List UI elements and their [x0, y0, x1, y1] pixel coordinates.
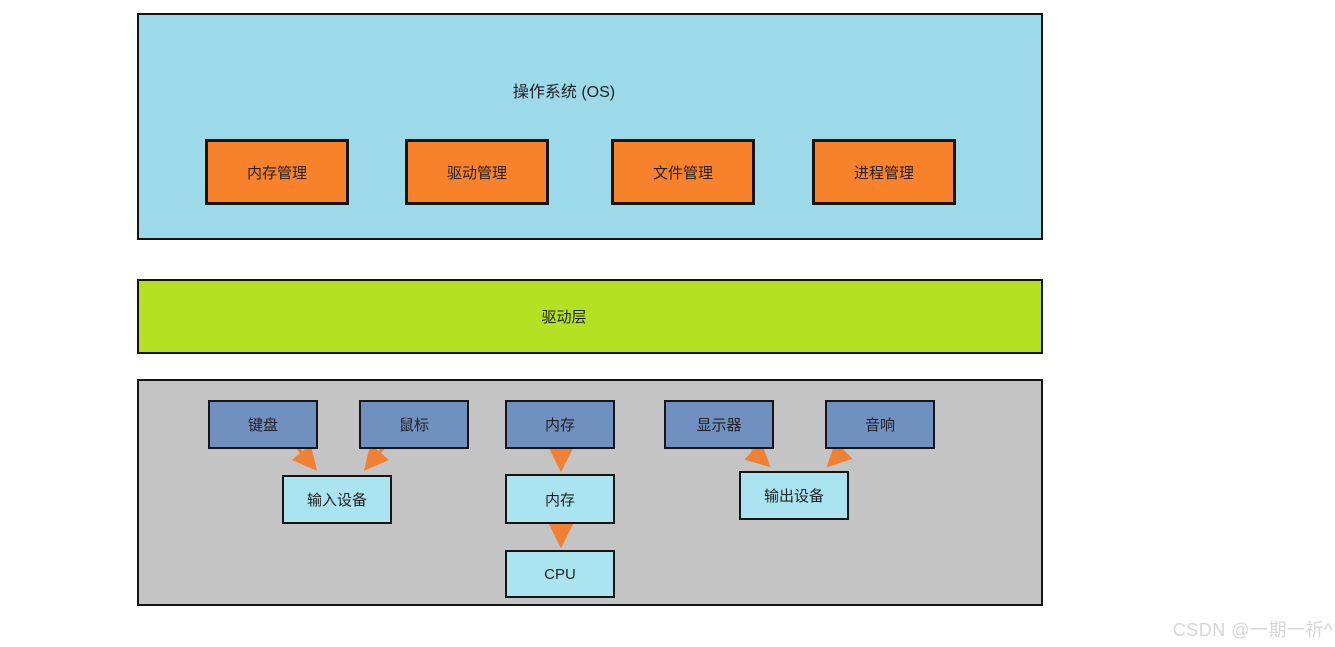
node-memory-management: 内存管理: [205, 139, 349, 205]
csdn-watermark: CSDN @一期一祈^: [1172, 620, 1333, 640]
node-file-management: 文件管理: [611, 139, 755, 205]
arrow-speaker-to-output-device: [826, 441, 853, 468]
node-process-management: 进程管理: [812, 139, 956, 205]
hardware-layer-box: 键盘 鼠标 内存 显示器 音响 输入设备 内存 输出设备 CPU: [137, 379, 1043, 606]
node-memory-hardware: 内存: [505, 400, 615, 449]
node-mouse: 鼠标: [359, 400, 469, 449]
driver-layer-title: 驱动层: [541, 309, 587, 326]
node-driver-management: 驱动管理: [405, 139, 549, 205]
node-display: 显示器: [664, 400, 774, 449]
node-memory-group: 内存: [505, 474, 615, 524]
node-speaker: 音响: [825, 400, 935, 449]
node-input-device: 输入设备: [282, 475, 392, 524]
os-layer-box: 操作系统 (OS) 内存管理 驱动管理 文件管理 进程管理: [137, 13, 1043, 240]
arrow-keyboard-to-input-device: [291, 444, 318, 471]
node-cpu: CPU: [505, 550, 615, 598]
arrow-display-to-output-device: [744, 441, 771, 468]
os-layer-title: 操作系统 (OS): [512, 84, 616, 101]
node-output-device: 输出设备: [739, 471, 849, 520]
driver-layer-box: 驱动层: [137, 279, 1043, 354]
arrow-mouse-to-input-device: [363, 444, 390, 471]
node-keyboard: 键盘: [208, 400, 318, 449]
